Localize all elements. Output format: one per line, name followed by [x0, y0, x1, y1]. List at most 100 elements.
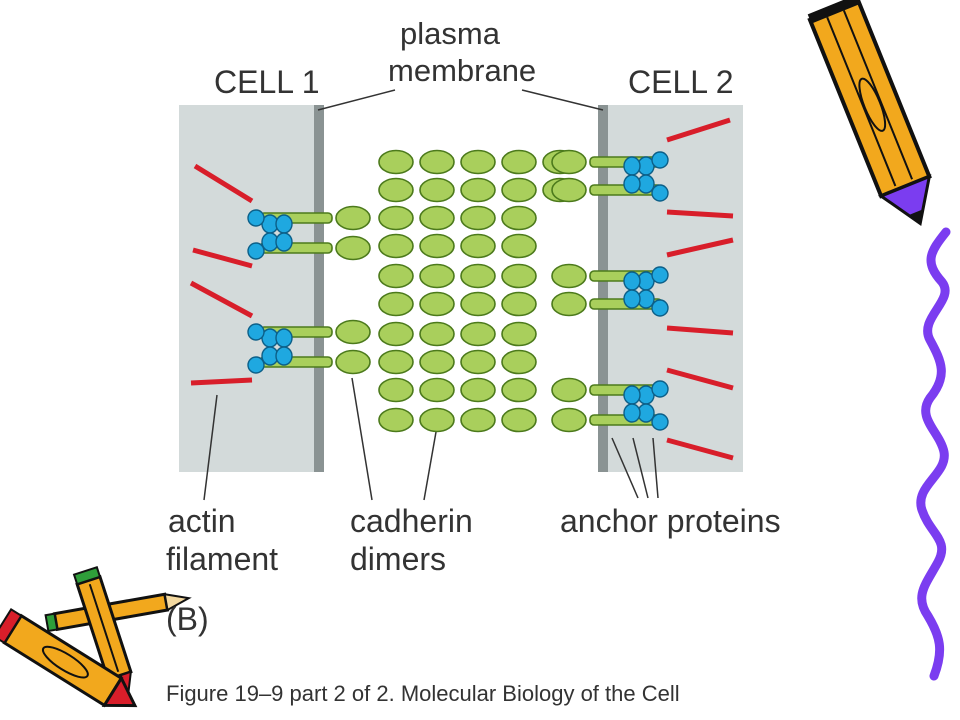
cadherin-ellipse	[460, 177, 496, 203]
dimers-label: dimers	[350, 541, 447, 577]
cadherin-ellipse	[378, 349, 414, 375]
cadherin-ellipse	[501, 263, 537, 289]
cadherin-ellipse	[378, 377, 414, 403]
anchor-protein	[275, 328, 293, 348]
cadherin-ellipse	[419, 205, 455, 231]
anchor-protein	[651, 299, 669, 317]
cadherin-ellipse	[335, 349, 371, 375]
membrane-label: membrane	[388, 53, 537, 88]
cadherin-ellipse	[419, 377, 455, 403]
cadherin-ellipse	[335, 235, 371, 261]
actin-filament	[666, 237, 734, 258]
cadherin-ellipse	[460, 407, 496, 433]
cadherin-ellipse	[551, 377, 587, 403]
anchor-protein	[651, 184, 669, 202]
wavy-decoration-line	[916, 227, 951, 681]
anchor-protein	[651, 151, 669, 169]
cadherin-ellipse	[501, 377, 537, 403]
panel-label: (B)	[166, 601, 209, 637]
actin-filament	[192, 247, 253, 269]
cadherin-ellipse	[335, 205, 371, 231]
cadherin-ellipse	[419, 233, 455, 259]
cadherin-ellipse	[378, 205, 414, 231]
cadherin-ellipse	[501, 349, 537, 375]
anchor-protein	[651, 380, 669, 398]
cell-2-membrane	[598, 105, 608, 472]
cadherin-ellipse	[501, 233, 537, 259]
cadherin-label: cadherin	[350, 503, 473, 539]
cadherin-ellipse	[551, 177, 587, 203]
cadherin-ellipse	[501, 177, 537, 203]
cell-1-membrane	[314, 105, 324, 472]
figure-caption: Figure 19–9 part 2 of 2. Molecular Biolo…	[166, 681, 680, 706]
cadherin-ellipse	[460, 263, 496, 289]
cadherin-ellipse	[378, 407, 414, 433]
actin-filament	[666, 209, 734, 219]
anchor-proteins-label: anchor proteins	[560, 503, 781, 539]
pencils-icon-bottom-left	[0, 565, 192, 708]
cadherin-ellipse	[460, 349, 496, 375]
cadherin-ellipse	[378, 291, 414, 317]
cadherin-ellipse	[460, 149, 496, 175]
cadherin-ellipse	[419, 349, 455, 375]
cell-1-label: CELL 1	[214, 64, 320, 100]
cadherin-ellipse	[419, 263, 455, 289]
filament-label: filament	[166, 541, 279, 577]
anchor-protein	[623, 403, 641, 423]
actin-filaments	[189, 117, 734, 461]
cadherin-dimers	[335, 149, 587, 433]
cadherin-ellipse	[378, 177, 414, 203]
anchor-protein	[247, 209, 265, 227]
anchor-protein	[275, 232, 293, 252]
cadherin-ellipse	[460, 233, 496, 259]
anchor-protein	[623, 385, 641, 405]
actin-filament	[189, 280, 254, 319]
cadherin-ellipse	[501, 407, 537, 433]
cadherin-ellipse	[551, 291, 587, 317]
cadherin-ellipse	[460, 291, 496, 317]
anchor-protein	[247, 323, 265, 341]
anchor-protein	[247, 356, 265, 374]
cadherin-ellipse	[460, 321, 496, 347]
actin-label: actin	[168, 503, 236, 539]
cadherin-ellipse	[378, 263, 414, 289]
anchor-protein	[623, 271, 641, 291]
plasma-label: plasma	[400, 16, 500, 51]
cadherin-ellipse	[501, 149, 537, 175]
cadherin-ellipse	[460, 205, 496, 231]
leader-lines	[203, 89, 659, 501]
cadherin-ellipse	[419, 321, 455, 347]
anchor-protein	[623, 174, 641, 194]
cell-2-label: CELL 2	[628, 64, 734, 100]
anchor-protein	[247, 242, 265, 260]
actin-filament	[193, 163, 254, 204]
actin-filament	[666, 437, 734, 461]
cadherin-ellipse	[419, 177, 455, 203]
anchor-protein	[623, 156, 641, 176]
cadherin-ellipse	[551, 407, 587, 433]
cadherin-ellipse	[378, 321, 414, 347]
cadherin-ellipse	[551, 149, 587, 175]
cadherin-ellipse	[419, 407, 455, 433]
cadherin-ellipse	[551, 263, 587, 289]
anchor-protein	[651, 413, 669, 431]
cadherin-ellipse	[335, 319, 371, 345]
cadherin-ellipse	[460, 377, 496, 403]
anchor-protein	[275, 346, 293, 366]
cadherin-ellipse	[378, 233, 414, 259]
cadherin-ellipse	[501, 205, 537, 231]
anchor-protein	[651, 266, 669, 284]
actin-filament	[666, 325, 734, 336]
cadherin-ellipse	[501, 321, 537, 347]
actin-filament	[666, 367, 734, 391]
cadherin-ellipse	[378, 149, 414, 175]
anchor-protein	[623, 289, 641, 309]
cadherin-ellipse	[419, 149, 455, 175]
anchor-proteins	[247, 151, 669, 431]
pencil-icon-top-right	[807, 0, 932, 226]
actin-filament	[666, 117, 731, 143]
cadherin-ellipse	[501, 291, 537, 317]
actin-filament	[190, 377, 253, 386]
cadherin-ellipse	[419, 291, 455, 317]
